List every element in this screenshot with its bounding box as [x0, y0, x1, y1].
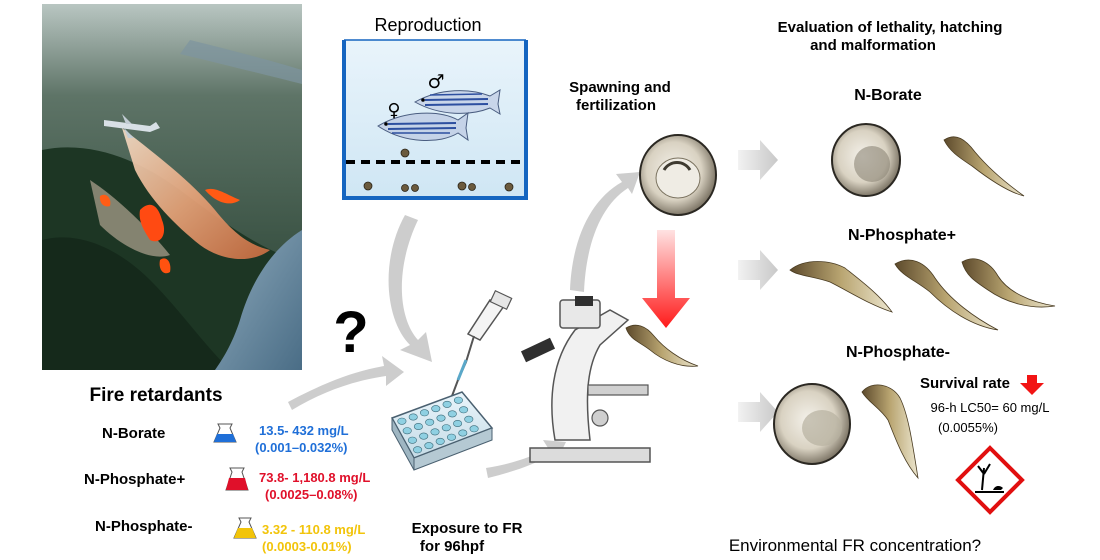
plate-well [436, 414, 446, 422]
phosphate-minus-larva [861, 384, 919, 480]
plate-well [425, 418, 435, 426]
lc50-percent: (0.0055%) [938, 420, 998, 435]
pipette-icon [451, 289, 513, 397]
question-mark: ? [333, 300, 368, 365]
fr-range-n-phosphate-plus: 73.8- 1,180.8 mg/L [259, 470, 370, 485]
beaker-icon-red [225, 467, 249, 491]
airplane-icon [104, 114, 160, 138]
fr-percent-n-phosphate-minus: (0.0003-0.01%) [262, 539, 352, 554]
plate-well [419, 432, 429, 440]
fr-name-n-phosphate-plus: N-Phosphate+ [84, 471, 186, 488]
borate-egg [831, 123, 901, 197]
beaker-icon-yellow [233, 517, 257, 539]
evaluation-title-line1: Evaluation of lethality, hatching [778, 19, 1003, 36]
plate-well [408, 413, 418, 421]
lc50-value: 96-h LC50= 60 mg/L [931, 400, 1050, 415]
fr-range-n-phosphate-minus: 3.32 - 110.8 mg/L [262, 522, 365, 537]
male-zebrafish [413, 89, 501, 116]
environmental-question: Environmental FR concentration? [729, 536, 981, 555]
chevron-arrow-2 [738, 250, 778, 290]
spawning-label-line2: fertilization [576, 97, 656, 114]
smoke-plume [122, 128, 270, 260]
fire-retardants-title: Fire retardants [89, 385, 222, 406]
environmental-hazard-icon [955, 445, 1025, 515]
exposure-label-line2: for 96hpf [420, 538, 485, 555]
microscope-larva [625, 324, 699, 367]
evaluation-title-line2: and malformation [810, 37, 936, 54]
flames [139, 204, 165, 242]
fr-range-n-borate: 13.5- 432 mg/L [259, 423, 349, 438]
female-zebrafish [377, 111, 469, 142]
plate-well [441, 424, 451, 432]
plate-well [407, 436, 417, 444]
chevron-arrow-3 [738, 392, 778, 432]
forest-fire-photo [42, 4, 302, 370]
plate-well [459, 406, 469, 414]
spawning-label-line1: Spawning and [569, 79, 671, 96]
plate-well [435, 437, 445, 445]
chevron-arrow-1 [738, 140, 778, 180]
group-label-n-phosphate-plus: N-Phosphate+ [848, 227, 956, 244]
plate-well [464, 415, 474, 423]
plate-well [453, 419, 463, 427]
reproduction-tank: Reproduction ♂ ♀ [342, 15, 528, 200]
group-label-n-borate: N-Borate [854, 87, 922, 104]
phosphate-plus-larvae [789, 258, 1056, 331]
plate-well [453, 396, 463, 404]
plate-well [424, 442, 434, 450]
phosphate-minus-egg [773, 383, 851, 465]
plate-well [442, 400, 452, 408]
male-symbol: ♂ [427, 71, 444, 93]
down-arrow-icon [1020, 375, 1044, 395]
plate-well [430, 428, 440, 436]
female-symbol: ♀ [387, 100, 400, 121]
plate-well [431, 405, 441, 413]
fr-percent-n-phosphate-plus: (0.0025–0.08%) [265, 487, 358, 502]
microscope-icon [520, 296, 651, 463]
fr-name-n-borate: N-Borate [102, 425, 165, 442]
fertilized-egg [639, 134, 717, 216]
plate-well [458, 429, 468, 437]
exposure-label-line1: Exposure to FR [412, 520, 523, 537]
plate-well [447, 410, 457, 418]
group-label-n-phosphate-minus: N-Phosphate- [846, 344, 950, 361]
plate-well [469, 425, 479, 433]
flow-arrows [288, 140, 778, 478]
beaker-icon-blue [213, 423, 237, 443]
borate-larva [943, 136, 1025, 197]
red-down-arrow [642, 230, 690, 328]
plate-well [446, 433, 456, 441]
well-plate-icon [390, 391, 494, 471]
survival-rate-label: Survival rate [920, 375, 1010, 392]
fr-name-n-phosphate-minus: N-Phosphate- [95, 518, 193, 535]
plate-well [402, 427, 412, 435]
plate-well [397, 417, 407, 425]
fr-percent-n-borate: (0.001–0.032%) [255, 440, 348, 455]
plate-well [413, 446, 423, 454]
tank-eggs [363, 148, 514, 192]
plate-well [419, 409, 429, 417]
reproduction-title: Reproduction [374, 15, 481, 35]
plate-well [413, 422, 423, 430]
